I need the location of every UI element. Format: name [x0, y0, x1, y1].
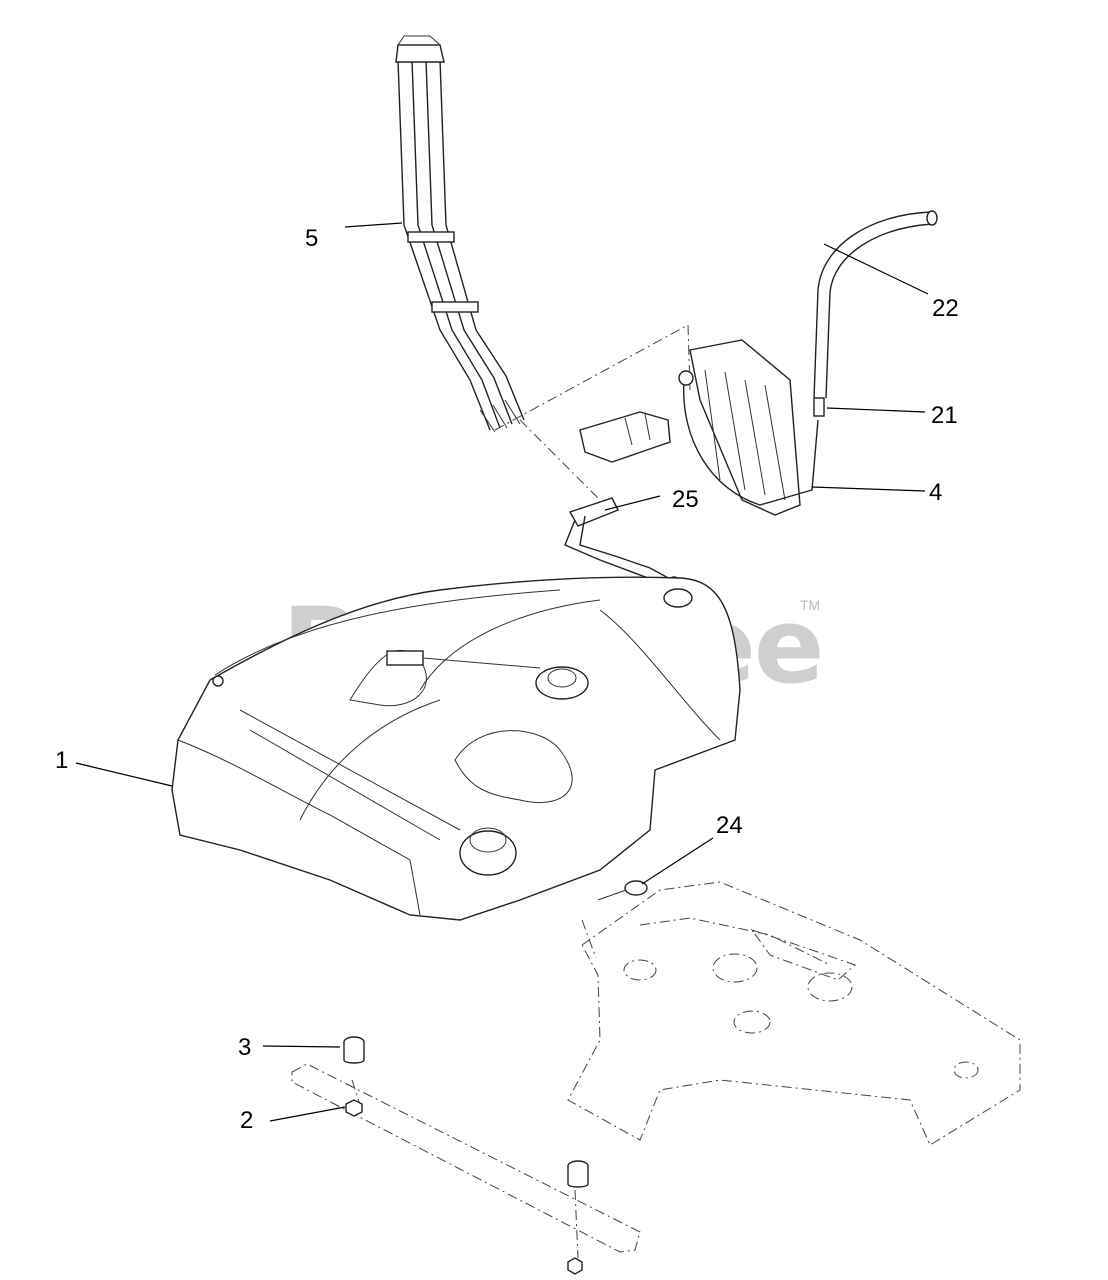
callout-22[interactable]: 22 — [932, 295, 959, 322]
part-4-filter-bracket[interactable] — [678, 339, 819, 516]
callout-labels: 5 22 21 25 4 1 24 3 2 — [55, 225, 959, 1134]
leader-lines — [75, 222, 929, 1122]
part-1-fuel-tank[interactable] — [171, 576, 741, 921]
part-2-nut-second[interactable] — [567, 1257, 583, 1275]
callout-3[interactable]: 3 — [238, 1034, 251, 1061]
callout-25[interactable]: 25 — [672, 486, 699, 513]
part-3-isolator-second[interactable] — [567, 1160, 589, 1188]
callout-24[interactable]: 24 — [716, 812, 743, 839]
part-24-grommet[interactable] — [597, 880, 648, 901]
part-2-nut[interactable] — [345, 1099, 363, 1117]
part-22-hose[interactable] — [813, 210, 938, 399]
callout-21[interactable]: 21 — [931, 402, 958, 429]
callout-1[interactable]: 1 — [55, 747, 68, 774]
hose-bracket[interactable] — [579, 411, 671, 463]
watermark-trademark: TM — [800, 597, 820, 613]
mounting-strap[interactable] — [291, 1063, 641, 1253]
part-5-fuel-line-bundle[interactable] — [395, 35, 525, 433]
part-21-inline-fitting[interactable] — [813, 397, 825, 417]
callout-4[interactable]: 4 — [929, 479, 942, 506]
frame-plate — [567, 881, 1021, 1146]
callout-2[interactable]: 2 — [240, 1107, 253, 1134]
part-25-hose-connector[interactable] — [564, 497, 680, 588]
callout-5[interactable]: 5 — [305, 225, 318, 252]
part-3-isolator[interactable] — [343, 1036, 365, 1064]
